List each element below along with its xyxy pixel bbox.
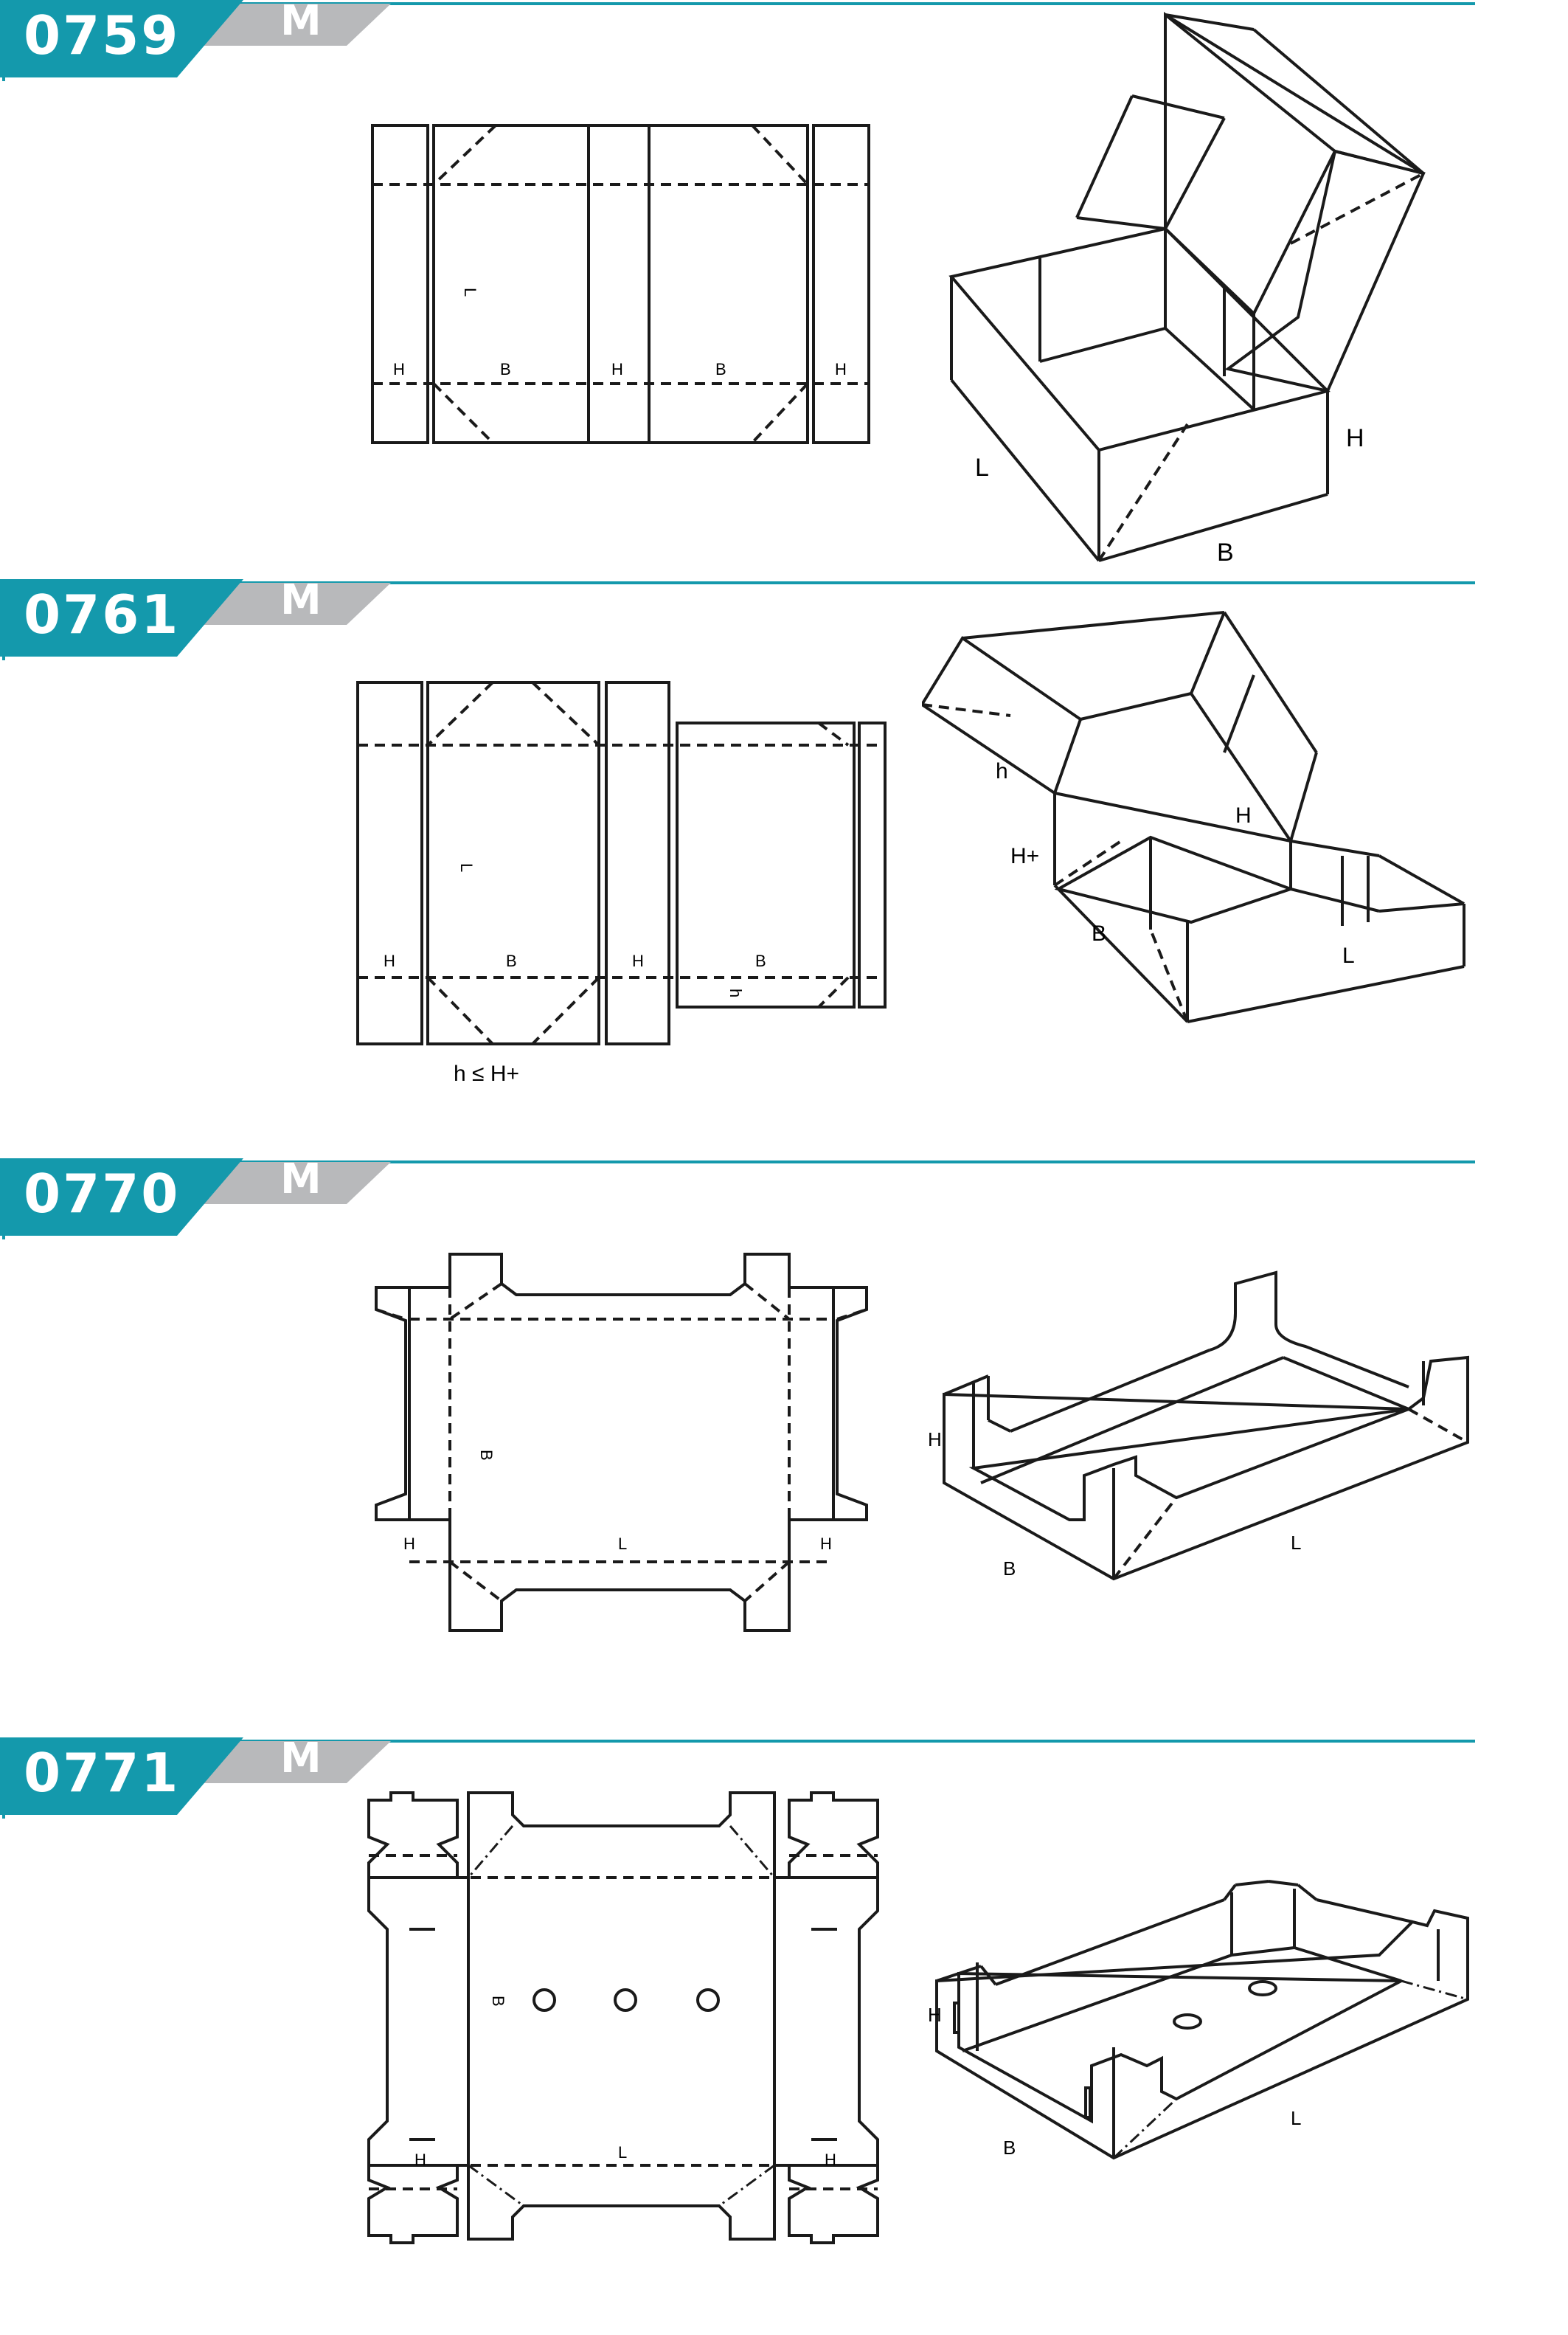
- label-l: L: [618, 1535, 627, 1553]
- variant-badge: M: [280, 0, 322, 45]
- section-header: [0, 1158, 1475, 1239]
- label-b: B: [506, 952, 517, 970]
- label-b: B: [715, 360, 726, 378]
- label-h: H: [384, 952, 395, 970]
- model-code: 0771: [24, 1742, 181, 1804]
- variant-badge: M: [280, 576, 322, 624]
- variant-badge: M: [280, 1155, 322, 1203]
- section-0770: 0770 M B H L H: [0, 1155, 1568, 1741]
- section-header: [0, 0, 1475, 81]
- label-h: H: [611, 360, 623, 378]
- isometric-box-diagram: L H B: [948, 11, 1426, 567]
- isometric-box-diagram: h H H+ B L: [922, 611, 1465, 1023]
- section-0759: 0759 M L H B H B H: [0, 0, 1568, 583]
- model-code: 0759: [24, 4, 181, 66]
- label-b: B: [477, 1450, 496, 1461]
- label-l: L: [1291, 1532, 1301, 1554]
- label-h-plus: H+: [1010, 844, 1039, 868]
- flat-die-cut-diagram: B H L H: [375, 1253, 868, 1632]
- label-b: B: [489, 1996, 507, 2007]
- section-header: [0, 579, 1475, 660]
- label-l: L: [457, 863, 476, 872]
- label-h: H: [393, 360, 405, 378]
- label-h: H: [820, 1535, 832, 1553]
- label-small-h: h: [996, 759, 1008, 783]
- label-b: B: [755, 952, 766, 970]
- variant-badge: M: [280, 1734, 322, 1782]
- label-b: B: [500, 360, 511, 378]
- flat-die-cut-diagram: B H L H: [367, 1791, 879, 2244]
- section-0761: 0761 M L H B H B h h ≤ H+: [0, 576, 1568, 1162]
- section-0771: 0771 M: [0, 1734, 1568, 2335]
- label-b: B: [1092, 921, 1106, 946]
- label-h: H: [1235, 803, 1252, 828]
- label-h: H: [835, 360, 847, 378]
- flat-die-cut-diagram: L H B H B H: [371, 124, 870, 444]
- label-b: B: [1003, 2137, 1016, 2159]
- label-h: H: [632, 952, 644, 970]
- label-l: L: [618, 2143, 627, 2162]
- label-b: B: [1003, 1557, 1016, 1580]
- label-h: H: [403, 1535, 415, 1553]
- label-l: L: [1342, 944, 1355, 968]
- label-h: H: [928, 2004, 942, 2026]
- isometric-box-diagram: H B L: [928, 1270, 1469, 1581]
- label-h: H: [825, 2151, 836, 2169]
- dimension-note: h ≤ H+: [454, 1062, 519, 1086]
- label-h: H: [414, 2151, 426, 2169]
- isometric-box-diagram: H B L: [928, 1880, 1469, 2160]
- label-l: L: [1291, 2107, 1301, 2129]
- label-l: L: [975, 454, 989, 482]
- model-code: 0761: [24, 584, 181, 646]
- label-b: B: [1217, 539, 1234, 567]
- section-header: [0, 1737, 1475, 1819]
- label-l: L: [461, 288, 479, 297]
- label-h: H: [928, 1428, 942, 1450]
- label-small-h: h: [726, 989, 745, 997]
- flat-die-cut-diagram: L H B H B h h ≤ H+: [356, 681, 887, 1086]
- model-code: 0770: [24, 1163, 181, 1225]
- label-h: H: [1346, 424, 1364, 452]
